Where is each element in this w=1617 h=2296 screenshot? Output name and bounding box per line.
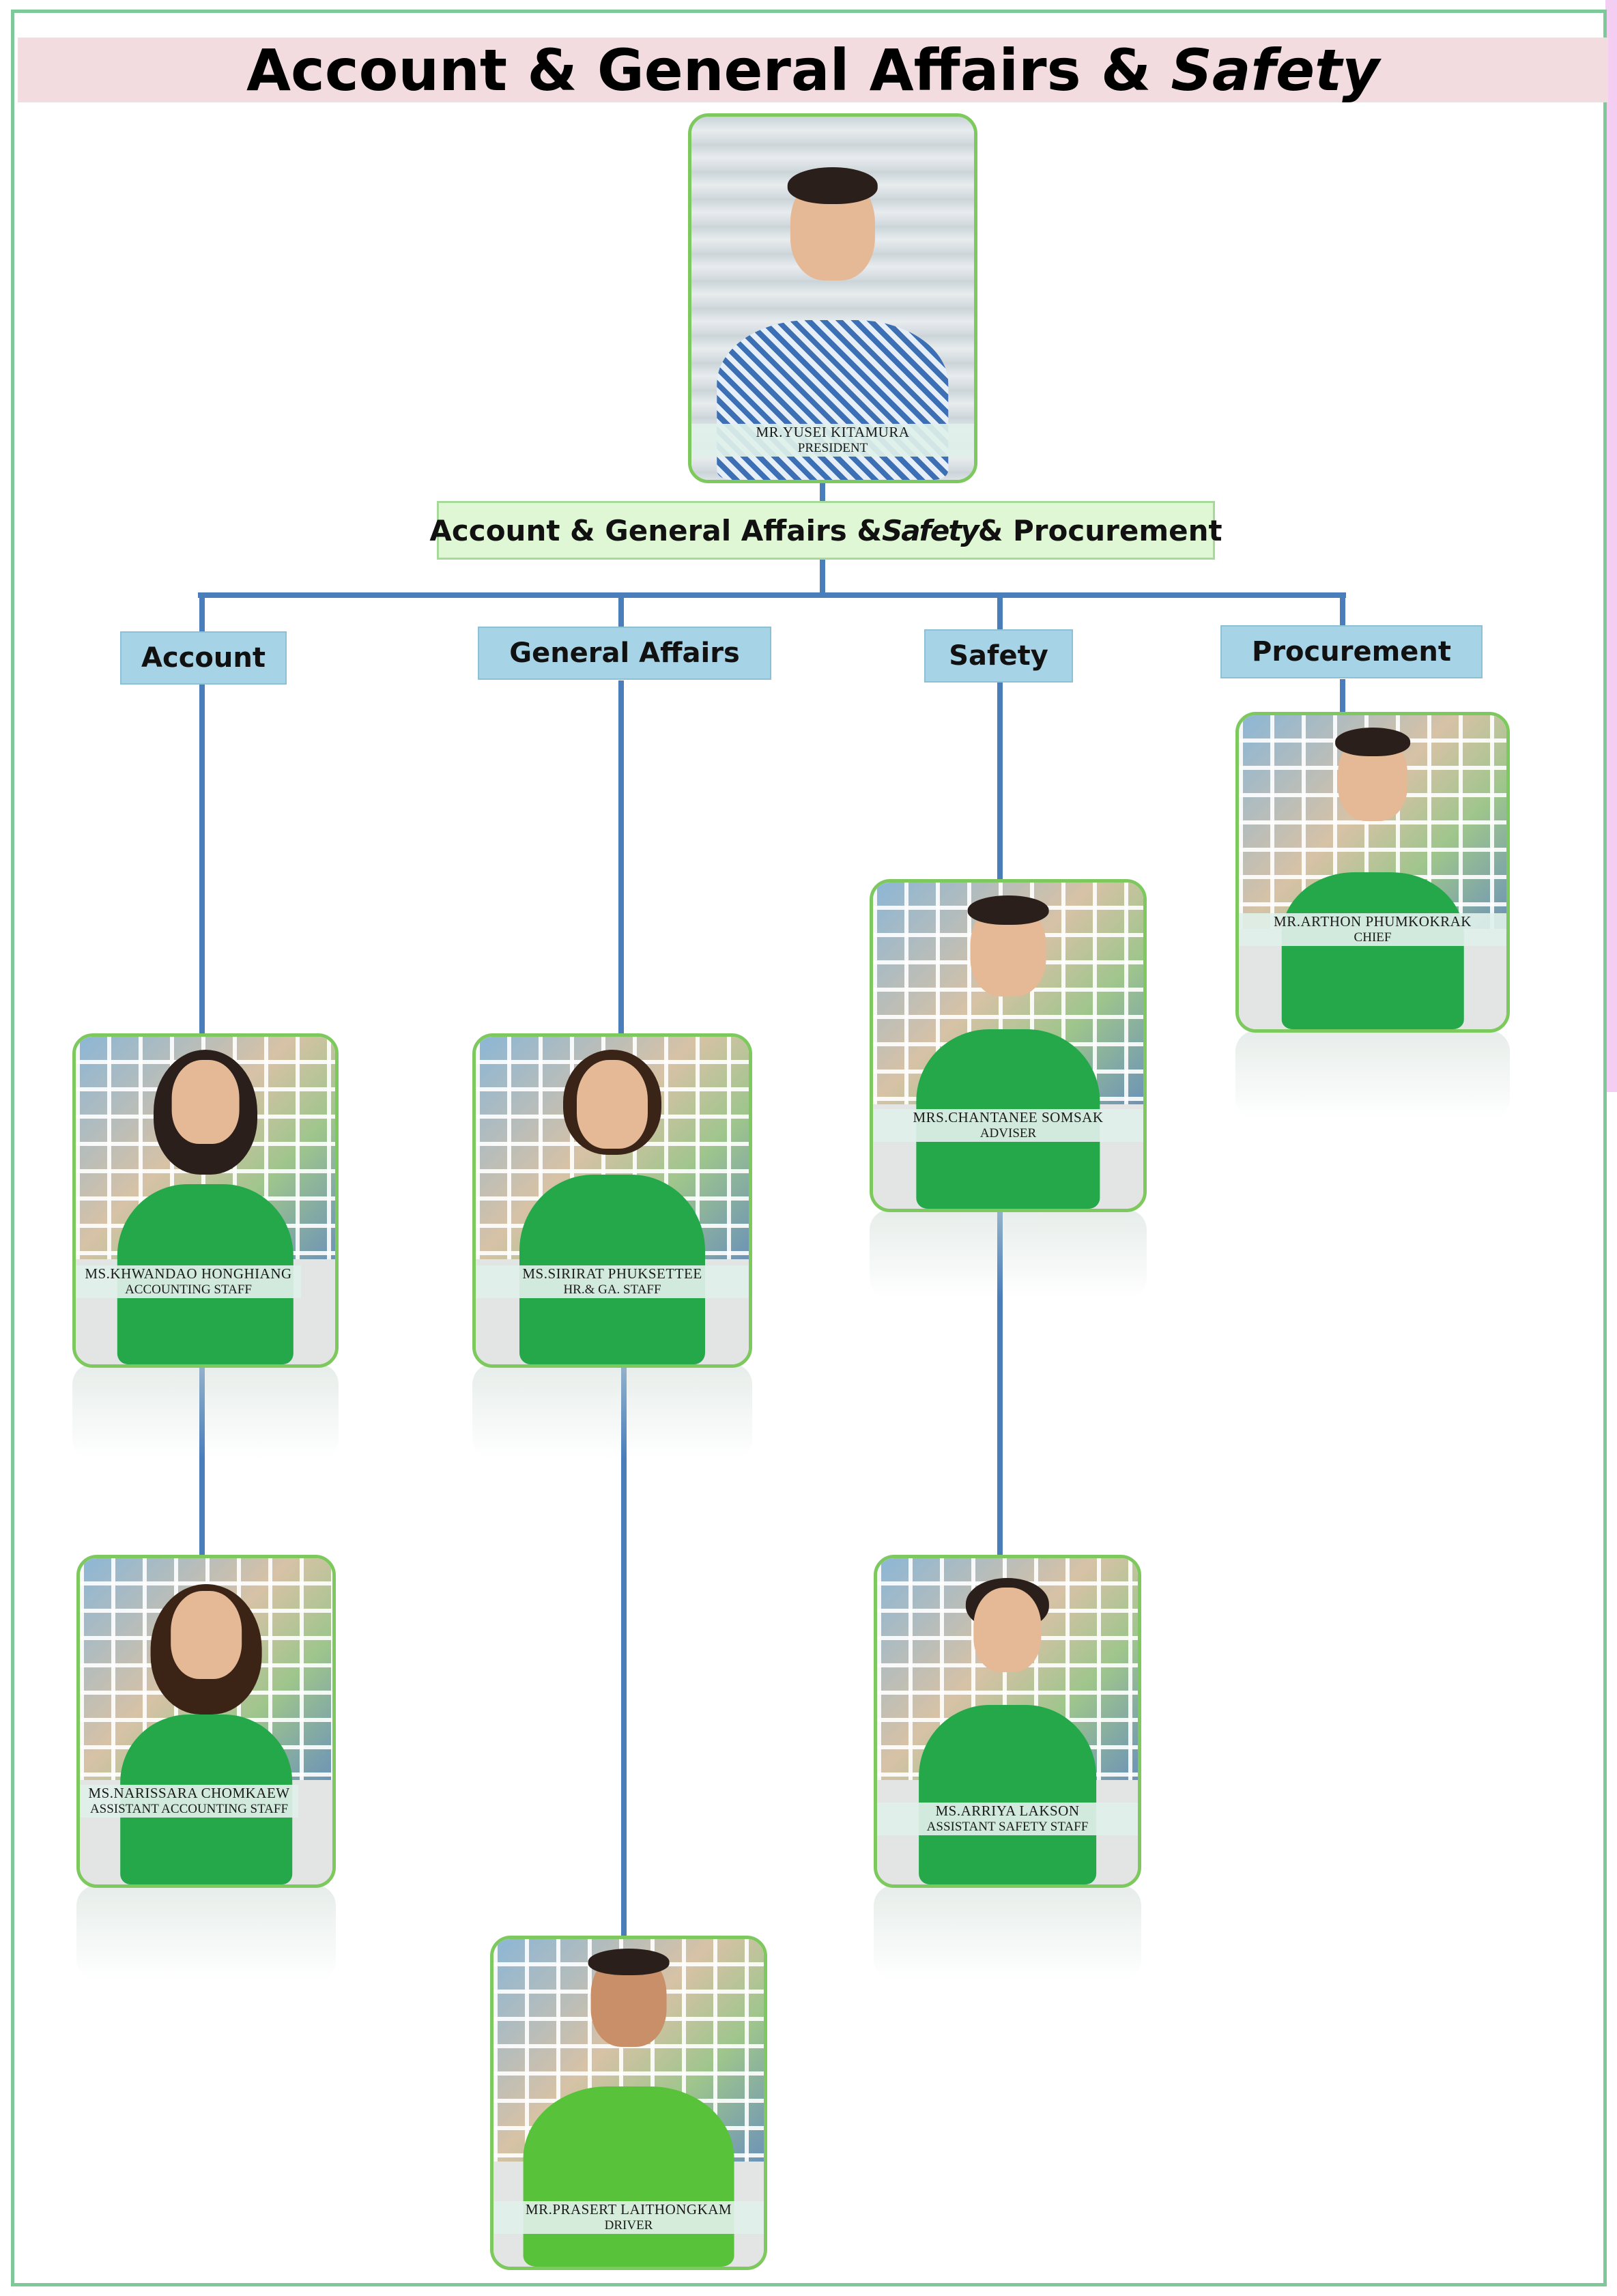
driver-card: MR.PRASERT LAITHONGKAM DRIVER xyxy=(490,1936,767,2270)
president-photo-hair xyxy=(787,167,878,204)
safety-adviser-label: MRS.CHANTANEE SOMSAK ADVISER xyxy=(873,1109,1143,1142)
procurement-chief-photo-hair xyxy=(1335,728,1410,756)
connector-safety-drop xyxy=(997,592,1003,632)
accounting-staff-role: ACCOUNTING STAFF xyxy=(125,1282,252,1297)
safety-adviser-name: MRS.CHANTANEE SOMSAK xyxy=(913,1109,1104,1125)
driver-photo-hair xyxy=(588,1949,670,1975)
safety-adviser-reflection xyxy=(870,1209,1147,1298)
assistant-accounting-label: MS.NARISSARA CHOMKAEW ASSISTANT ACCOUNTI… xyxy=(80,1785,298,1818)
connector-procurement-drop xyxy=(1340,592,1345,627)
driver-label: MR.PRASERT LAITHONGKAM DRIVER xyxy=(493,2201,764,2234)
assistant-accounting-card: MS.NARISSARA CHOMKAEW ASSISTANT ACCOUNTI… xyxy=(76,1555,336,1888)
connector-account-drop xyxy=(199,592,205,633)
hr-ga-staff-name: MS.SIRIRAT PHUKSETTEE xyxy=(522,1265,702,1282)
assistant-safety-role: ASSISTANT SAFETY STAFF xyxy=(926,1820,1089,1835)
safety-adviser-card: MRS.CHANTANEE SOMSAK ADVISER xyxy=(870,879,1147,1212)
assistant-safety-card: MS.ARRIYA LAKSON ASSISTANT SAFETY STAFF xyxy=(874,1555,1141,1888)
title-banner: Account & General Affairs & Safety xyxy=(18,37,1608,104)
assistant-accounting-name: MS.NARISSARA CHOMKAEW xyxy=(88,1785,290,1801)
president-label: MR.YUSEI KITAMURA PRESIDENT xyxy=(691,424,974,457)
procurement-chief-photo-body xyxy=(1281,872,1464,1029)
safety-adviser-role: ADVISER xyxy=(979,1126,1037,1141)
hr-ga-staff-label: MS.SIRIRAT PHUKSETTEE HR.& GA. STAFF xyxy=(476,1265,749,1298)
connector-horizontal-bus xyxy=(198,592,1346,598)
connector-president-main xyxy=(820,478,825,502)
connector-account-assistant xyxy=(199,1366,205,1556)
procurement-chief-label: MR.ARTHON PHUMKOKRAK CHIEF xyxy=(1239,913,1506,946)
dept-account: Account xyxy=(120,631,287,685)
accounting-staff-label: MS.KHWANDAO HONGHIANG ACCOUNTING STAFF xyxy=(76,1265,301,1298)
procurement-chief-reflection xyxy=(1235,1031,1510,1119)
connector-ga-driver xyxy=(621,1366,627,1938)
connector-procurement-chief xyxy=(1340,679,1345,715)
president-card: MR.YUSEI KITAMURA PRESIDENT xyxy=(688,113,977,483)
assistant-accounting-photo-head xyxy=(171,1590,242,1680)
main-department-text-safety: Safety xyxy=(881,513,979,547)
main-department-text-procurement: & Procurement xyxy=(977,513,1222,547)
assistant-safety-label: MS.ARRIYA LAKSON ASSISTANT SAFETY STAFF xyxy=(877,1803,1138,1835)
accounting-staff-name: MS.KHWANDAO HONGHIANG xyxy=(85,1265,292,1282)
hr-ga-staff-photo-head xyxy=(577,1059,648,1149)
assistant-safety-reflection xyxy=(874,1885,1141,1981)
page-title: Account & General Affairs & Safety xyxy=(246,37,1379,104)
procurement-chief-name: MR.ARTHON PHUMKOKRAK xyxy=(1274,913,1472,930)
connector-ga-drop xyxy=(618,592,624,628)
driver-photo-body xyxy=(523,2086,734,2267)
title-text-safety: Safety xyxy=(1171,36,1379,104)
dept-safety: Safety xyxy=(924,629,1073,683)
connector-main-bus xyxy=(820,558,825,598)
hr-ga-staff-card: MS.SIRIRAT PHUKSETTEE HR.& GA. STAFF xyxy=(472,1033,752,1368)
main-department-box: Account & General Affairs & Safety & Pro… xyxy=(429,501,1222,560)
president-role: PRESIDENT xyxy=(797,441,868,456)
connector-safety-adviser xyxy=(997,682,1003,881)
connector-ga-staff xyxy=(618,680,624,1036)
assistant-accounting-reflection xyxy=(76,1885,336,1981)
safety-adviser-photo-hair xyxy=(967,895,1049,925)
connector-safety-assistant xyxy=(997,1211,1003,1556)
driver-name: MR.PRASERT LAITHONGKAM xyxy=(525,2201,732,2218)
main-department-text: Account & General Affairs & xyxy=(429,513,882,547)
dept-procurement: Procurement xyxy=(1220,625,1483,678)
hr-ga-staff-role: HR.& GA. STAFF xyxy=(563,1282,661,1297)
president-name: MR.YUSEI KITAMURA xyxy=(756,424,910,440)
accounting-staff-reflection xyxy=(72,1364,339,1459)
driver-role: DRIVER xyxy=(604,2218,653,2233)
hr-ga-staff-reflection xyxy=(472,1364,752,1459)
procurement-chief-card: MR.ARTHON PHUMKOKRAK CHIEF xyxy=(1235,712,1510,1033)
accounting-staff-card: MS.KHWANDAO HONGHIANG ACCOUNTING STAFF xyxy=(72,1033,339,1368)
assistant-safety-photo-head xyxy=(973,1588,1042,1673)
assistant-safety-photo-body xyxy=(919,1705,1096,1884)
dept-general-affairs: General Affairs xyxy=(478,627,771,680)
connector-account-staff xyxy=(199,685,205,1035)
procurement-chief-role: CHIEF xyxy=(1354,930,1392,945)
accounting-staff-photo-head xyxy=(171,1059,240,1145)
page-frame xyxy=(11,10,1607,2286)
assistant-safety-name: MS.ARRIYA LAKSON xyxy=(935,1803,1080,1819)
assistant-accounting-role: ASSISTANT ACCOUNTING STAFF xyxy=(89,1802,289,1817)
page-edge-strip xyxy=(1605,0,1617,1092)
title-text: Account & General Affairs & xyxy=(246,36,1171,104)
